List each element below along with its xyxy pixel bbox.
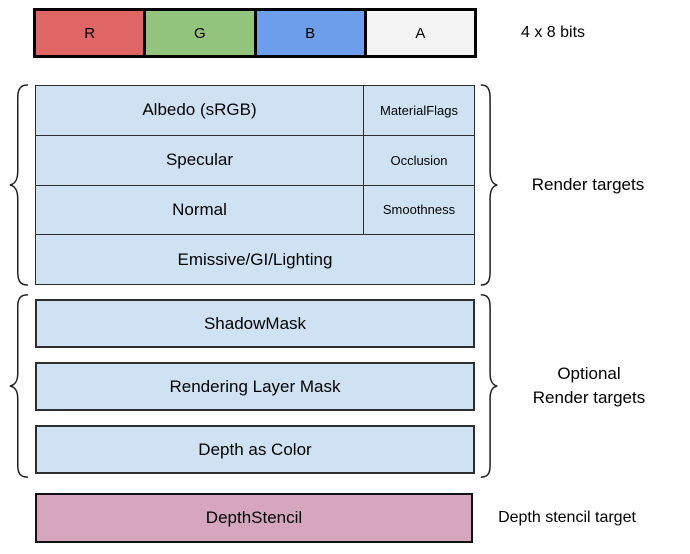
optional-caption-line2: Render targets: [532, 388, 646, 407]
render-targets-table: Albedo (sRGB) MaterialFlags Specular Occ…: [35, 85, 475, 285]
cell-materialflags: MaterialFlags: [363, 86, 474, 135]
cell-albedo: Albedo (sRGB): [142, 100, 257, 120]
channel-cell-b: B: [253, 11, 364, 55]
table-row: Emissive/GI/Lighting: [36, 234, 474, 284]
curly-brace-left-icon: [9, 294, 30, 478]
optional-render-targets-caption: Optional Render targets: [499, 296, 679, 476]
table-row: Albedo (sRGB) MaterialFlags: [36, 86, 474, 135]
depth-stencil-caption: Depth stencil target: [498, 509, 636, 526]
cell-specular: Specular: [165, 150, 234, 170]
channel-cell-r: R: [36, 11, 144, 55]
channel-cell-a: A: [363, 11, 474, 55]
cell-emissive: Emissive/GI/Lighting: [177, 249, 333, 269]
box-depthstencil: DepthStencil: [35, 493, 473, 543]
rgba-format-bar: R G B A: [33, 8, 477, 58]
table-row: Normal Smoothness: [36, 184, 474, 235]
cell-occlusion: Occlusion: [363, 135, 474, 185]
optional-caption-line1: Optional: [557, 364, 621, 383]
channel-cell-g: G: [143, 11, 254, 55]
render-targets-caption: Render targets: [531, 175, 645, 194]
cell-smoothness: Smoothness: [363, 185, 474, 235]
bits-caption: 4 x 8 bits: [520, 24, 586, 41]
curly-brace-left-icon: [9, 84, 30, 286]
box-shadowmask: ShadowMask: [35, 299, 475, 348]
box-rendering-layer-mask: Rendering Layer Mask: [35, 362, 475, 411]
table-row: Specular Occlusion: [36, 134, 474, 185]
curly-brace-right-icon: [479, 84, 498, 286]
box-depth-as-color: Depth as Color: [35, 425, 475, 474]
cell-normal: Normal: [172, 199, 227, 219]
curly-brace-right-icon: [479, 294, 498, 478]
